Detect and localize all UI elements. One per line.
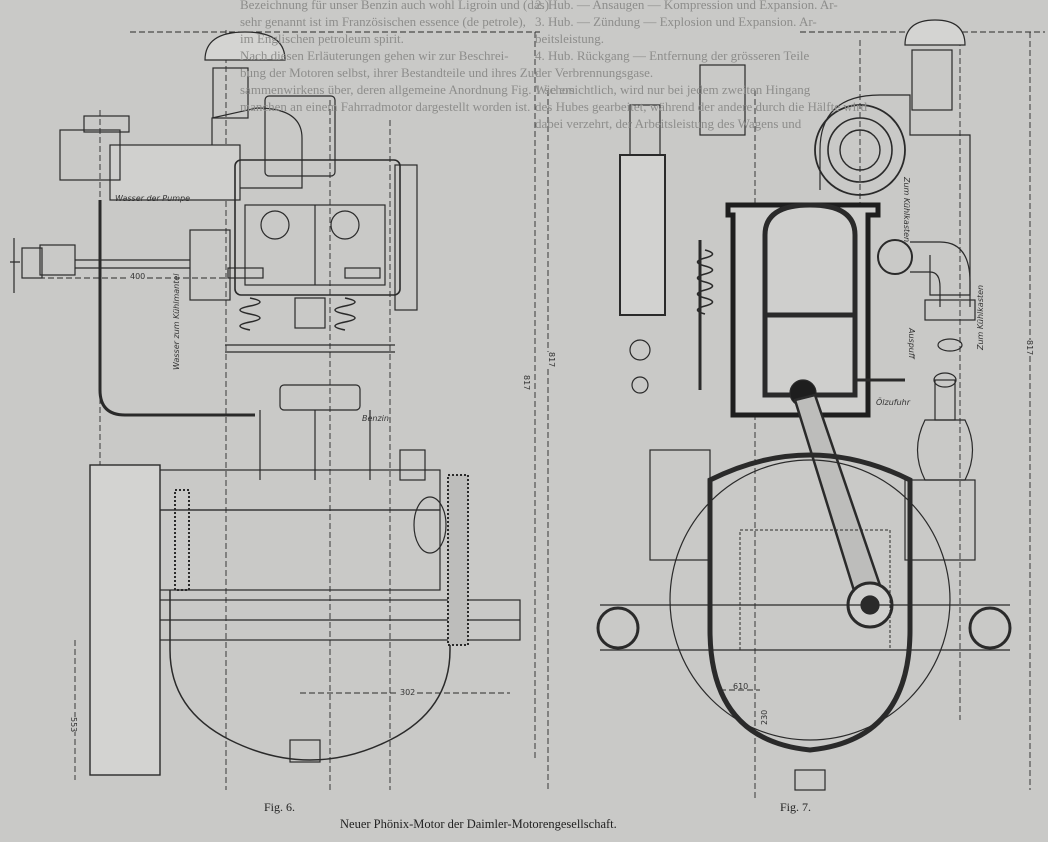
label-fuel: Benzin <box>362 414 389 423</box>
fig6-intake-cap <box>204 31 286 61</box>
bleed-line: Bezeichnung für unser Benzin auch wohl L… <box>240 0 550 12</box>
fig7-connecting-rod <box>793 393 887 612</box>
label-exhaust: Auspuff <box>907 328 916 359</box>
bleed-through-text-left: Bezeichnung für unser Benzin auch wohl L… <box>240 0 575 115</box>
bleed-line: bung der Motoren selbst, ihrer Bestandte… <box>240 65 539 80</box>
fig6-gearwheel <box>447 474 469 646</box>
fig6-drawing <box>10 30 540 790</box>
dimension-610: 610 <box>733 682 749 691</box>
bleed-line: der Verbrennungsgase. <box>535 65 654 80</box>
bleed-line: 3. Hub. — Zündung — Explosion und Expans… <box>535 14 817 29</box>
bleed-line: des Hubes gearbeitet, während der andere… <box>535 99 868 114</box>
bleed-through-text-right: 2. Hub. — Ansaugen — Kompression und Exp… <box>535 0 867 132</box>
figure-6-label: Fig. 6. <box>264 800 296 814</box>
bleed-line: sammenwirkens über, deren allgemeine Ano… <box>240 82 575 97</box>
fig7-drawing <box>547 19 1045 800</box>
figure-caption: Neuer Phönix-Motor der Daimler-Motorenge… <box>340 817 617 831</box>
bleed-line: 2. Hub. — Ansaugen — Kompression und Exp… <box>535 0 838 12</box>
label-to-cooler-bottom: Zum Kühlkasten <box>976 284 985 350</box>
label-coolant-water: Wasser zum Kühlmantel <box>172 273 181 370</box>
bleed-line: Nach diesen Erläuterungen gehen wir zur … <box>240 48 509 63</box>
bleed-line: beitsleistung. <box>535 31 604 46</box>
dimension-817-fig7-right: 817 <box>1025 340 1034 356</box>
bleed-line: dabei verzehrt, der Arbeitsleistung des … <box>535 116 802 131</box>
label-pump-water: Wasser der Pumpe <box>115 194 190 203</box>
dimension-817-fig7-left: 817 <box>547 352 556 368</box>
bleed-line: 4. Hub. Rückgang — Entfernung der grösse… <box>535 48 810 63</box>
figure-7-label: Fig. 7. <box>780 800 812 814</box>
dimension-400: 400 <box>128 272 148 281</box>
label-oil-feed: Ölzufuhr <box>876 398 911 407</box>
fig6-valve-springs <box>225 297 395 353</box>
fig6-flywheel <box>89 464 161 776</box>
dimension-302: 302 <box>398 688 418 697</box>
dimension-553: 553 <box>69 717 78 733</box>
bleed-line: Wie ersichtlich, wird nur bei jedem zwei… <box>535 82 811 97</box>
dimension-230: 230 <box>760 709 769 725</box>
dimension-817-fig6: 817 <box>522 375 531 391</box>
bleed-line: sehr genannt ist im Französischen essenc… <box>240 14 526 29</box>
label-to-cooler-top: Zum Kühlkasten <box>902 177 911 243</box>
bleed-line: im Englischen petroleum spirit. <box>240 31 404 46</box>
bleed-line: manchen an einem Fahrradmotor dargestell… <box>240 99 531 114</box>
